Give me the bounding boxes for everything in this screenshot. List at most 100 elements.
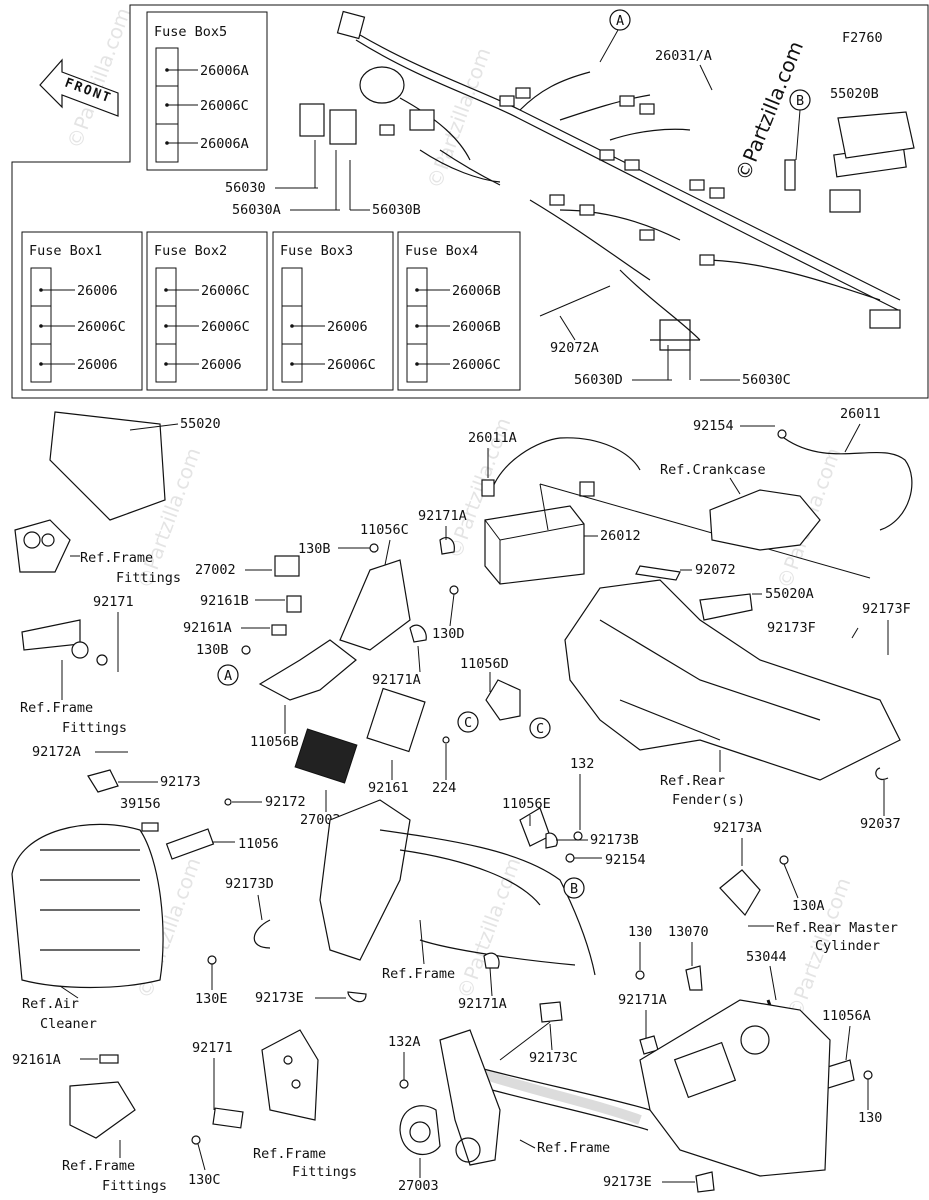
part-55020B: 55020B <box>830 86 879 102</box>
ref-frame-fittings-3a: Ref.Frame <box>62 1158 135 1174</box>
fuse-box-title: Fuse Box5 <box>154 24 227 40</box>
callout-a-2 <box>217 664 239 686</box>
part-92173E-1: 92173E <box>255 990 304 1006</box>
ref-frame-fittings-1a: Ref.Frame <box>80 550 153 566</box>
part-56030: 56030 <box>225 180 266 196</box>
crankcase-shape <box>709 489 821 551</box>
part-92171A-2: 92171A <box>372 672 421 688</box>
part-132: 132 <box>570 756 594 772</box>
part-26011: 26011 <box>840 406 881 422</box>
part-92172: 92172 <box>265 794 306 810</box>
callout-a-2-label: A <box>224 668 232 684</box>
fuse-item: 26006C <box>452 357 501 373</box>
cable-26011A <box>489 437 641 496</box>
part-39156: 39156 <box>120 796 161 812</box>
part-27002: 27002 <box>195 562 236 578</box>
ref-rear-fender-a: Ref.Rear <box>660 773 725 789</box>
part-92171A-3: 92171A <box>458 996 507 1012</box>
clip-92173A <box>719 869 761 916</box>
part-11056: 11056 <box>238 836 279 852</box>
ref-frame-fittings-1b: Fittings <box>116 570 181 586</box>
fitting-bracket-3 <box>69 1081 136 1139</box>
fuse-item: 26006 <box>77 357 118 373</box>
rear-subframe-shape <box>639 999 831 1177</box>
part-132A: 132A <box>388 1034 421 1050</box>
callout-c-2 <box>529 717 551 739</box>
fuse-item: 26006C <box>201 283 250 299</box>
part-92072: 92072 <box>695 562 736 578</box>
ref-rear-master-a: Ref.Rear Master <box>776 920 898 936</box>
ref-rear-fender-b: Fender(s) <box>672 792 745 808</box>
part-56030C: 56030C <box>742 372 791 388</box>
clip-92173C <box>539 1001 563 1023</box>
part-130A: 130A <box>792 898 825 914</box>
part-92173A: 92173A <box>713 820 762 836</box>
part-56030B: 56030B <box>372 202 421 218</box>
fuse-box-title: Fuse Box4 <box>405 243 478 259</box>
part-130C: 130C <box>188 1172 221 1188</box>
clip-92173D <box>253 919 271 949</box>
fuse-item: 26006A <box>200 136 249 152</box>
fuse-item: 26006C <box>327 357 376 373</box>
part-92171-b: 92171 <box>192 1040 233 1056</box>
fuse-box-title: Fuse Box2 <box>154 243 227 259</box>
bracket-11056D <box>485 679 521 721</box>
watermark-text: ©Partzilla.com <box>452 854 525 1001</box>
part-26011A: 26011A <box>468 430 517 446</box>
part-27002-relay <box>274 555 300 577</box>
part-55020: 55020 <box>180 416 221 432</box>
callout-b-2 <box>563 877 585 899</box>
part-130B-2: 130B <box>196 642 229 658</box>
part-130-a: 130 <box>628 924 652 940</box>
part-13070: 13070 <box>668 924 709 940</box>
harness-frame <box>11 4 929 399</box>
fuse-item: 26006B <box>452 283 501 299</box>
fuse-item: 26006A <box>200 63 249 79</box>
part-92171A-4: 92171A <box>618 992 667 1008</box>
pad-55020A <box>699 593 753 621</box>
fuse-box-5: Fuse Box5 26006A 26006C 26006A <box>146 11 268 171</box>
part-92173D: 92173D <box>225 876 274 892</box>
ref-frame-fittings-2a: Ref.Frame <box>20 700 93 716</box>
frame-left-tube <box>319 799 411 961</box>
frame-bracket-lower <box>439 1029 501 1166</box>
fuse-box-title: Fuse Box3 <box>280 243 353 259</box>
ref-frame-fittings-3b: Fittings <box>102 1178 167 1194</box>
callout-c-label: C <box>464 715 472 731</box>
battery-26012 <box>484 505 585 585</box>
part-92161A-2: 92161A <box>12 1052 61 1068</box>
part-92154-a: 92154 <box>693 418 734 434</box>
part-55020B-pad <box>837 111 915 159</box>
ref-air-cleaner-b: Cleaner <box>40 1016 97 1032</box>
cable-26011 <box>783 437 913 531</box>
part-11056E: 11056E <box>502 796 551 812</box>
frame-fittings-plate <box>21 619 81 651</box>
part-56030A: 56030A <box>232 202 281 218</box>
ecu-27002A <box>294 728 358 784</box>
part-11056-strap <box>165 828 215 860</box>
fitting-bracket-4 <box>261 1029 319 1121</box>
part-92173C: 92173C <box>529 1050 578 1066</box>
fuse-item: 26006 <box>327 319 368 335</box>
part-11056A: 11056A <box>822 1008 871 1024</box>
fuse-item: 26006C <box>77 319 126 335</box>
watermark-logo: ©Partzilla.com <box>730 38 808 184</box>
frame-main-rail <box>379 829 596 976</box>
fuse-item: 26006 <box>201 357 242 373</box>
part-92173F-1: 92173F <box>767 620 816 636</box>
fuse-box-2: Fuse Box2 26006C 26006C 26006 <box>146 231 268 391</box>
part-56030D: 56030D <box>574 372 623 388</box>
fuse-item: 26006C <box>200 98 249 114</box>
part-27003: 27003 <box>398 1178 439 1194</box>
ref-frame-fittings-2b: Fittings <box>62 720 127 736</box>
figure-code: F2760 <box>842 30 883 46</box>
clip-92072 <box>635 565 681 581</box>
clip-92173E <box>347 991 367 1003</box>
part-130D: 130D <box>432 626 465 642</box>
fuse-item: 26006B <box>452 319 501 335</box>
part-92171-a: 92171 <box>93 594 134 610</box>
part-26012: 26012 <box>600 528 641 544</box>
main-harness <box>299 10 907 351</box>
